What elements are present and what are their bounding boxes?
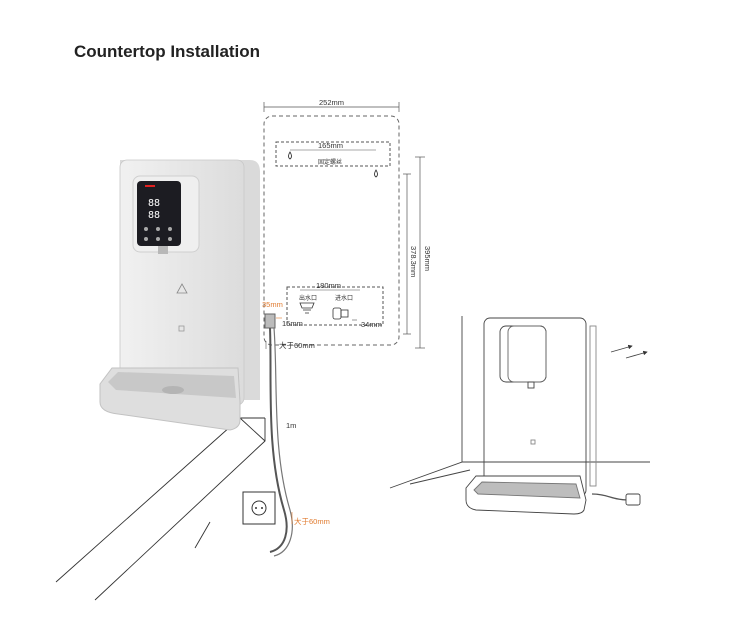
screw-zone bbox=[275, 141, 391, 167]
inlet-port-icon bbox=[332, 307, 342, 320]
panel-height-label: 395mm bbox=[423, 246, 432, 271]
water-dispenser: 88 88 bbox=[99, 159, 260, 431]
page-title: Countertop Installation bbox=[74, 42, 261, 61]
port-zone bbox=[286, 286, 384, 326]
hose-clearance-label: 大于60mm bbox=[279, 340, 315, 350]
template-outline bbox=[263, 115, 400, 346]
screw-spacing-label: 165mm bbox=[318, 141, 343, 150]
side-view bbox=[389, 316, 650, 515]
inner-height-label: 378.3mm bbox=[409, 246, 418, 277]
port-height-label: 34mm bbox=[361, 320, 382, 329]
screw-label: 固定螺丝 bbox=[318, 158, 342, 166]
logo-icon bbox=[178, 325, 185, 332]
socket-clearance-label: 大于60mm bbox=[294, 516, 330, 526]
hose-connector bbox=[264, 313, 276, 329]
water-outlet bbox=[158, 246, 168, 254]
side-view-panel bbox=[499, 325, 547, 383]
hose-offset-side-label: 15mm bbox=[282, 319, 303, 328]
hose-offset-top-label: 35mm bbox=[262, 300, 283, 309]
port-spacing-label: 180mm bbox=[316, 281, 341, 290]
hose-route: 35mm 15mm 大于60mm 1m 大于60mm bbox=[242, 300, 330, 557]
panel-width-label: 252mm bbox=[319, 98, 344, 107]
screw-icon-left bbox=[288, 151, 292, 160]
countertop bbox=[55, 417, 266, 601]
warning-icon bbox=[176, 283, 188, 294]
hose-length-label: 1m bbox=[286, 421, 296, 430]
outlet-port-icon bbox=[299, 302, 315, 314]
svg-text:88: 88 bbox=[148, 210, 160, 221]
mounting-template: 252mm 165mm 固定螺丝 180mm 出水口 进水口 34mm 395m… bbox=[263, 98, 432, 349]
outlet-label: 出水口 bbox=[299, 294, 317, 302]
svg-text:88: 88 bbox=[148, 198, 160, 209]
screw-icon-right bbox=[374, 169, 378, 178]
wall-socket bbox=[242, 491, 276, 525]
inlet-label: 进水口 bbox=[335, 294, 353, 302]
